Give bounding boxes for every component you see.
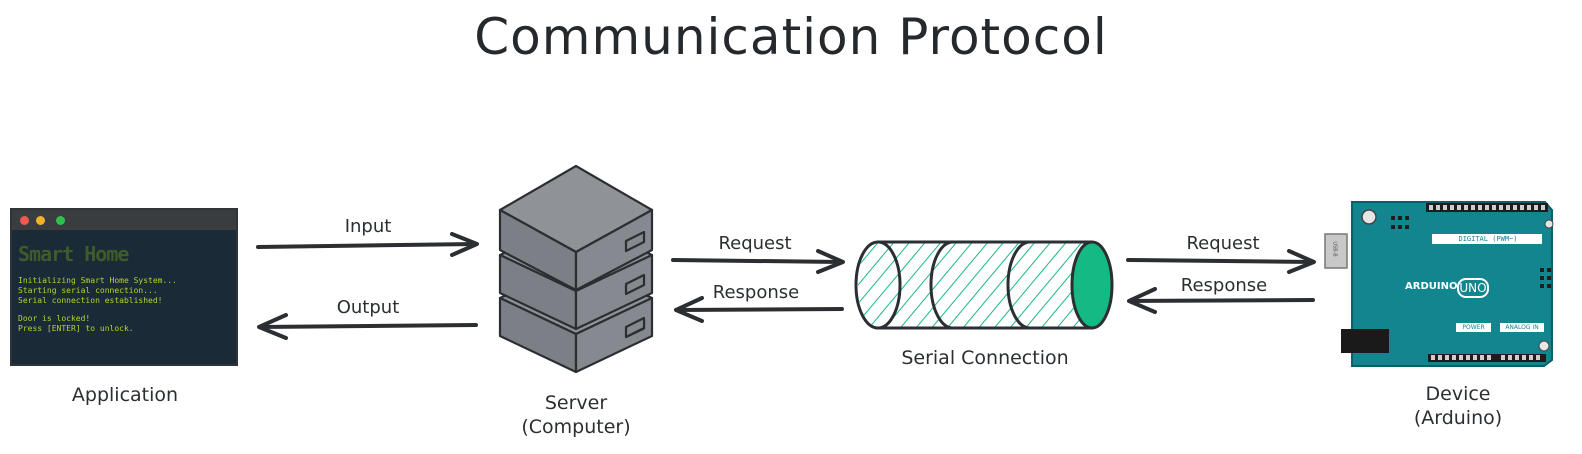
analog-label-box: [1500, 323, 1544, 332]
node-label-device-line1: Device: [1425, 383, 1491, 405]
arrow-response-device: [1127, 287, 1315, 314]
uno-badge: [1457, 278, 1489, 298]
arrow-request-device: [1126, 249, 1316, 274]
power-label-box: [1456, 323, 1491, 332]
diagram-title: Communication Protocol: [474, 8, 1108, 66]
power-jack: [1341, 329, 1389, 353]
arrow-output: [257, 313, 478, 340]
edge-label-request-device: Request: [1186, 233, 1260, 254]
arduino-model: UNO: [1459, 281, 1487, 295]
arduino-board-icon: [1324, 201, 1554, 367]
analog-label: ANALOG IN: [1505, 324, 1539, 331]
server-unit-top: [498, 164, 654, 292]
node-label-application: Application: [71, 384, 179, 406]
edge-label-request-serial: Request: [718, 233, 792, 254]
usb-port: [1324, 233, 1348, 269]
terminal-line: Starting serial connection...: [18, 286, 158, 295]
digital-label-box: [1432, 234, 1542, 244]
server-slot: [624, 230, 646, 253]
server-slot: [624, 273, 646, 296]
application-window: Smart Home Initializing Smart Home Syste…: [10, 208, 238, 366]
node-label-server: Server (Computer): [490, 391, 662, 439]
terminal-line: Door is locked!: [18, 314, 91, 323]
edge-label-output: Output: [336, 297, 400, 318]
arrow-response-serial: [674, 296, 844, 323]
server-icon: [498, 164, 654, 374]
node-label-device: Device (Arduino): [1375, 382, 1541, 430]
terminal-line: Initializing Smart Home System...: [18, 276, 177, 285]
window-titlebar: [12, 210, 236, 230]
maximize-dot-icon: [56, 216, 65, 225]
minimize-dot-icon: [36, 216, 45, 225]
serial-cable-end: [1070, 240, 1114, 330]
digital-label: DIGITAL (PWM~): [1458, 235, 1518, 243]
arrow-request-serial: [671, 249, 845, 274]
terminal-line: Press [ENTER] to unlock.: [18, 324, 134, 333]
node-label-server-line2: (Computer): [521, 416, 631, 438]
terminal-line: Serial connection established!: [18, 296, 163, 305]
node-label-device-line2: (Arduino): [1413, 407, 1503, 429]
arduino-brand: ARDUINO: [1405, 281, 1458, 292]
edge-label-response-serial: Response: [712, 282, 800, 303]
close-dot-icon: [20, 216, 29, 225]
arrow-input: [256, 232, 479, 257]
node-label-serial: Serial Connection: [901, 347, 1069, 369]
server-slot: [624, 316, 646, 339]
power-label: POWER: [1462, 324, 1485, 331]
usb-label: USB-B: [1331, 241, 1338, 257]
node-label-server-line1: Server: [544, 392, 608, 414]
serial-cable-icon: [854, 240, 1114, 330]
edge-label-response-device: Response: [1180, 275, 1268, 296]
edge-label-input: Input: [344, 216, 392, 237]
terminal-heading: Smart Home: [18, 242, 129, 266]
